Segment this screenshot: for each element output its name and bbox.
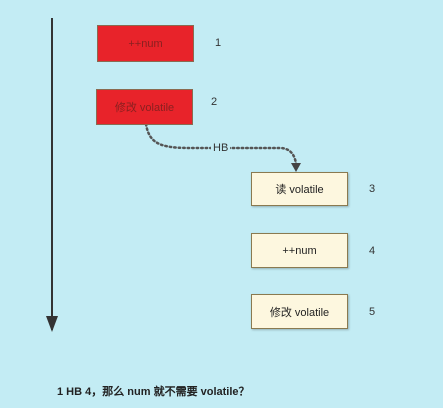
timeline-arrowhead (46, 316, 58, 332)
step-box-5: 修改 volatile (251, 294, 348, 329)
step-box-4: ++num (251, 233, 348, 268)
step-number-3: 3 (369, 183, 376, 195)
step-box-1: ++num (97, 25, 194, 62)
hb-edge (144, 122, 298, 168)
step-label-4: ++num (282, 244, 317, 257)
step-box-2: 修改 volatile (96, 89, 193, 125)
hb-edge-arrowhead (291, 163, 301, 172)
step-number-4: 4 (369, 245, 376, 257)
step-label-5: 修改 volatile (269, 306, 330, 319)
caption: 1 HB 4，那么 num 就不需要 volatile？ (57, 386, 250, 398)
step-box-3: 读 volatile (251, 172, 348, 206)
step-number-2: 2 (211, 96, 218, 108)
step-label-2: 修改 volatile (114, 102, 175, 114)
step-label-1: ++num (128, 37, 163, 50)
step-label-3: 读 volatile (275, 184, 324, 196)
hb-edge-label: HB (211, 142, 231, 154)
step-number-1: 1 (215, 37, 222, 49)
step-number-5: 5 (369, 306, 376, 318)
